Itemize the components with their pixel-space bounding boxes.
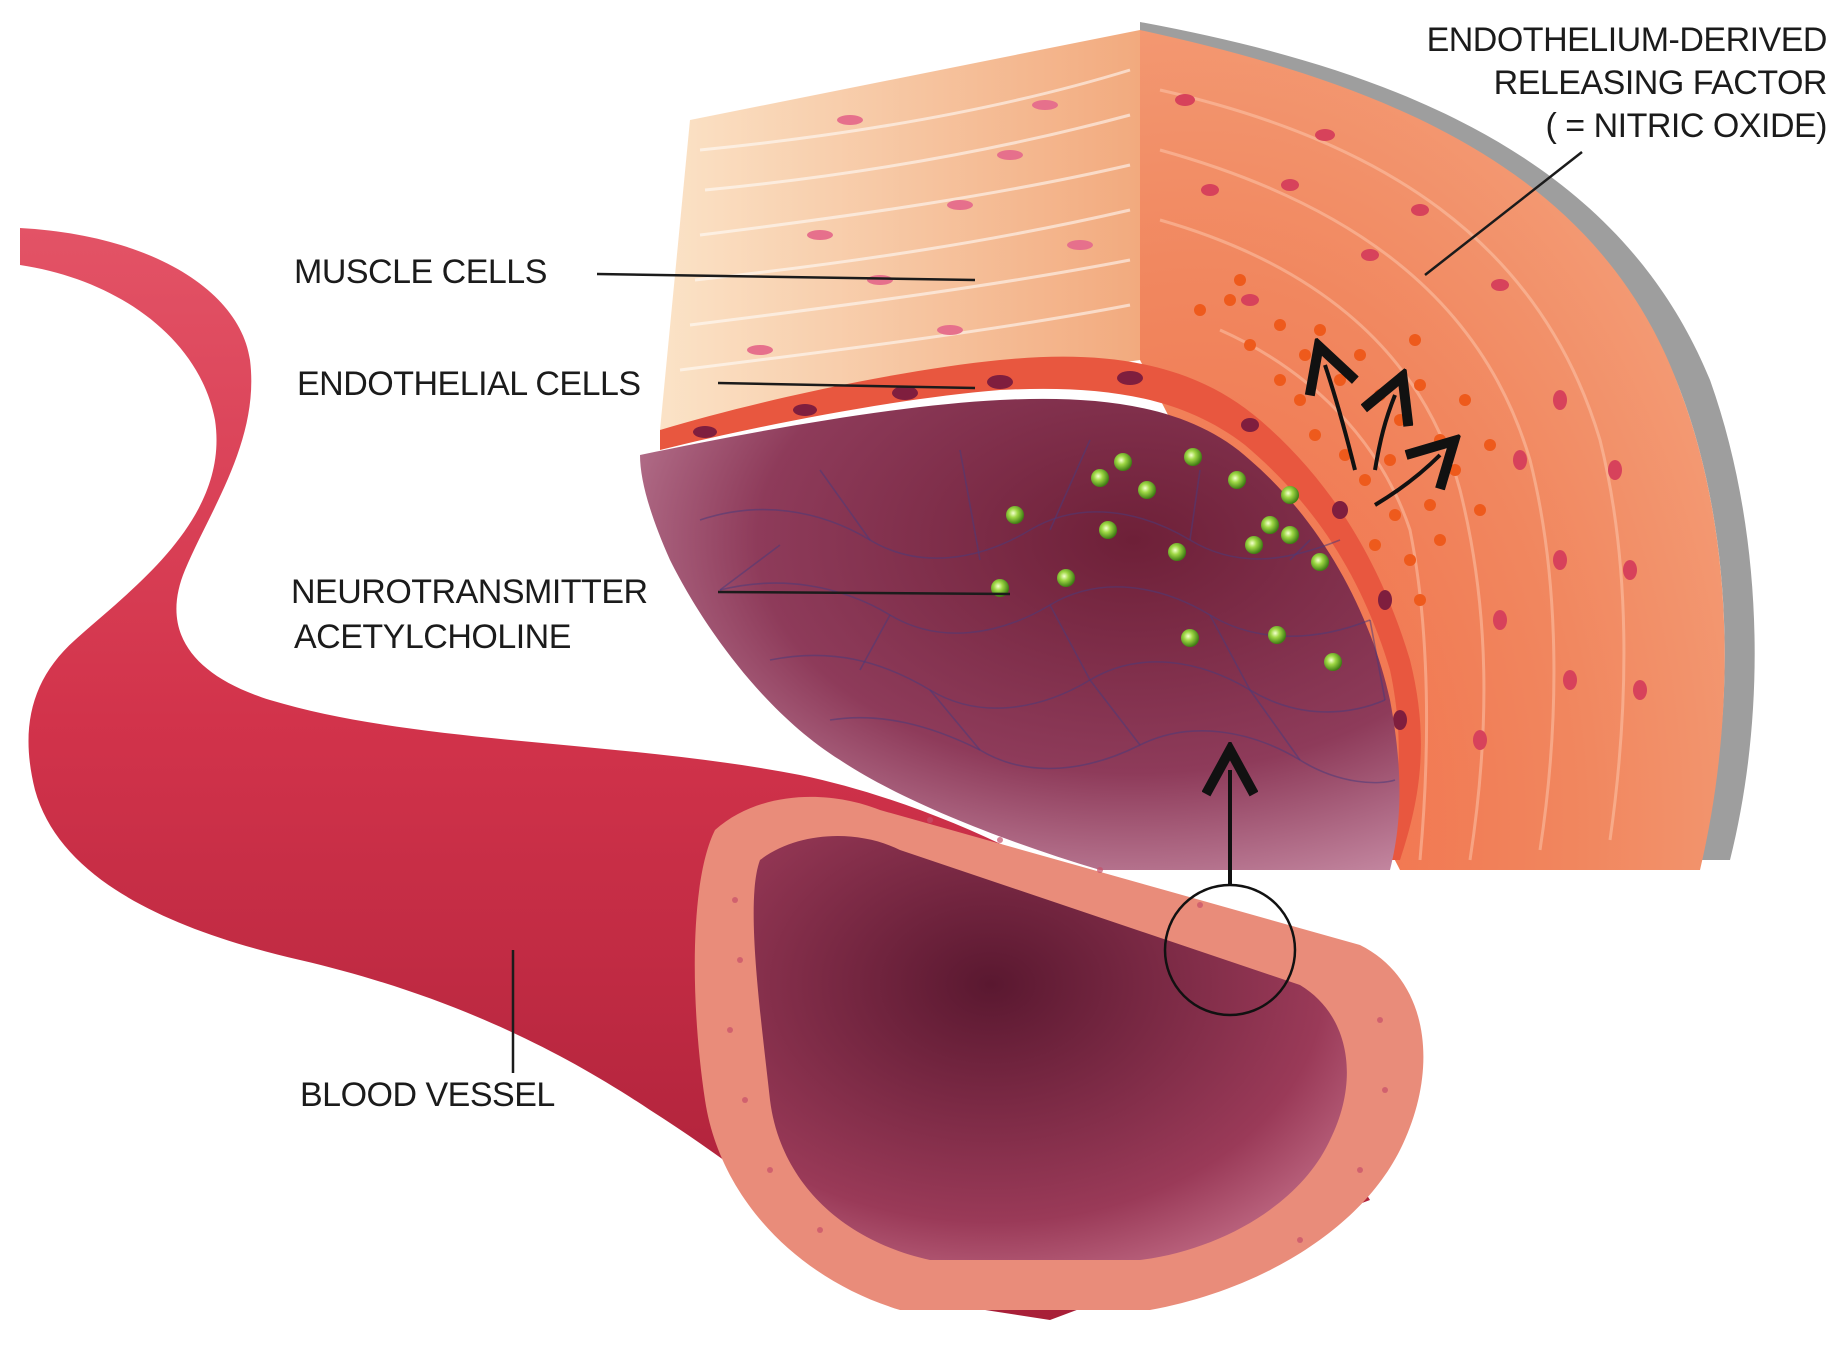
tissue-block bbox=[640, 22, 1755, 870]
endothelial-cells-label: ENDOTHELIAL CELLS bbox=[297, 364, 641, 405]
neurotransmitter-label: NEUROTRANSMITTER bbox=[291, 572, 648, 613]
acetylcholine-label: ACETYLCHOLINE bbox=[294, 617, 571, 658]
edrf-label-line2: RELEASING FACTOR bbox=[1494, 63, 1827, 104]
blood-vessel-label: BLOOD VESSEL bbox=[300, 1075, 555, 1116]
edrf-label-line3: ( = NITRIC OXIDE) bbox=[1546, 106, 1827, 147]
muscle-cells-label: MUSCLE CELLS bbox=[294, 252, 547, 293]
edrf-label-line1: ENDOTHELIUM-DERIVED bbox=[1427, 20, 1827, 61]
